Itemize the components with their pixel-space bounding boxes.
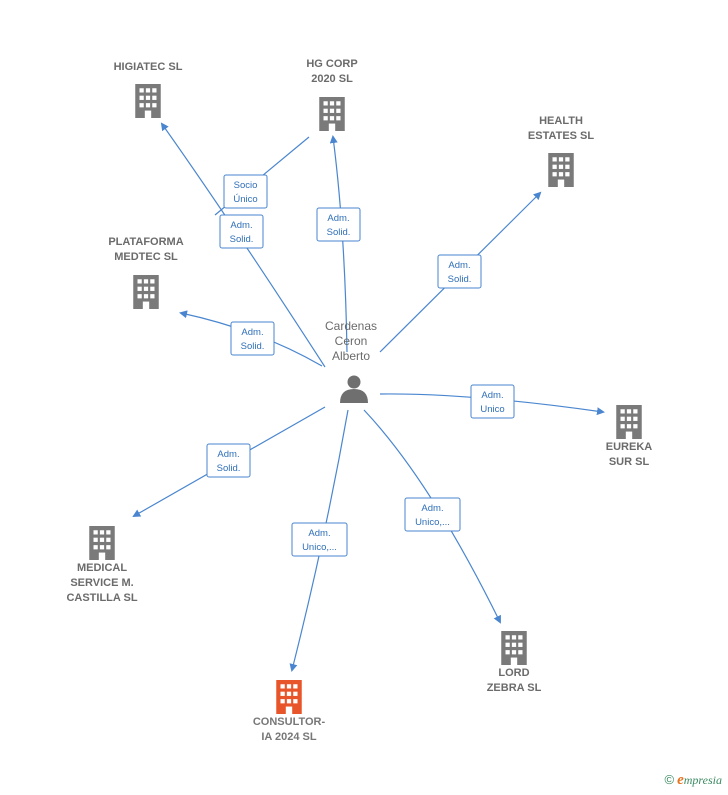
company-node-health[interactable]: HEALTH ESTATES SL [528, 115, 594, 187]
company-label[interactable]: HIGIATEC SL [114, 61, 183, 73]
edge-label-box-higiatec[interactable] [219, 214, 264, 249]
company-label[interactable]: MEDICAL [77, 562, 127, 574]
edge-label-box-medical[interactable] [206, 443, 251, 478]
company-node-plataforma[interactable]: PLATAFORMA MEDTEC SL [108, 236, 184, 309]
edge-label-text: Único [233, 194, 257, 205]
edge-label-box-eureka[interactable] [470, 384, 515, 419]
company-node-medical[interactable]: MEDICAL SERVICE M. CASTILLA SL [66, 526, 138, 604]
company-label[interactable]: HEALTH [539, 115, 583, 127]
brand-watermark: ©empresia [665, 772, 723, 789]
company-node-consultoria[interactable]: CONSULTOR- IA 2024 SL [253, 680, 326, 743]
company-label[interactable]: CASTILLA SL [66, 592, 137, 604]
edge-label-text: Unico,... [415, 517, 450, 528]
edge-label-box-consultoria[interactable] [291, 522, 348, 557]
edge-label-text: Unico [480, 404, 504, 415]
company-node-eureka[interactable]: EUREKA SUR SL [606, 405, 653, 468]
edge-label-text: Solid. [241, 341, 265, 352]
company-label[interactable]: SERVICE M. [70, 577, 133, 589]
copyright-symbol: © [664, 772, 675, 787]
company-label[interactable]: CONSULTOR- [253, 716, 326, 728]
building-icon[interactable] [616, 405, 642, 439]
company-label[interactable]: MEDTEC SL [114, 251, 178, 263]
company-node-hgcorp[interactable]: HG CORP 2020 SL [306, 58, 358, 131]
edge-higiatec: Adm. Solid. [160, 122, 326, 368]
building-icon[interactable] [276, 680, 302, 714]
edge-health: Adm. Solid. [379, 191, 542, 353]
company-label[interactable]: 2020 SL [311, 73, 353, 85]
brand-name: mpresia [683, 773, 722, 787]
edge-label-box-health[interactable] [437, 254, 482, 289]
company-label[interactable]: SUR SL [609, 456, 650, 468]
edge-label-box-hgcorp[interactable] [316, 207, 361, 242]
edge-label-text: Solid. [327, 227, 351, 238]
company-label[interactable]: EUREKA [606, 441, 653, 453]
building-icon[interactable] [319, 97, 345, 131]
person-label[interactable]: Ceron [335, 334, 368, 348]
edge-lord: Adm. Unico,... [363, 409, 501, 624]
company-label[interactable]: HG CORP [306, 58, 357, 70]
company-node-lord[interactable]: LORD ZEBRA SL [487, 631, 542, 694]
edge-plataforma: Adm. Solid. [179, 310, 323, 367]
edge-label-text: Adm. [217, 449, 239, 460]
edge-label-text: Adm. [481, 390, 503, 401]
edge-label-text: Solid. [448, 274, 472, 285]
company-label[interactable]: IA 2024 SL [261, 731, 317, 743]
company-label[interactable]: ESTATES SL [528, 130, 594, 142]
company-node-higiatec[interactable]: HIGIATEC SL [114, 61, 183, 118]
edge-label-text: Adm. [230, 220, 252, 231]
person-icon[interactable] [340, 375, 368, 404]
building-icon[interactable] [89, 526, 115, 560]
edge-label-box-plataforma[interactable] [230, 321, 275, 356]
brand-initial: e [677, 772, 684, 788]
edge-label-text: Adm. [421, 503, 443, 514]
edge-label-text: Solid. [217, 463, 241, 474]
edge-consultoria: Adm. Unico,... [289, 409, 349, 672]
person-label[interactable]: Cardenas [325, 319, 377, 333]
company-label[interactable]: LORD [498, 667, 529, 679]
edge-medical: Adm. Solid. [132, 406, 326, 517]
nodes-layer: HIGIATEC SL HG CORP 2020 SL HEALTH ESTATES S… [66, 58, 652, 743]
company-label[interactable]: ZEBRA SL [487, 682, 542, 694]
building-icon[interactable] [548, 153, 574, 187]
edge-label-box-lord[interactable] [404, 497, 461, 532]
building-icon[interactable] [501, 631, 527, 665]
company-label[interactable]: PLATAFORMA [108, 236, 183, 248]
edge-label-text: Adm. [308, 528, 330, 539]
edge-label-text: Adm. [241, 327, 263, 338]
edge-label-text: Solid. [230, 234, 254, 245]
person-label[interactable]: Alberto [332, 349, 370, 363]
edge-label-box-socio[interactable] [223, 174, 268, 209]
building-icon[interactable] [135, 84, 161, 118]
edge-label-text: Socio [234, 180, 258, 191]
edge-hgcorp: Adm. Solid. [316, 135, 361, 353]
edge-label-text: Adm. [327, 213, 349, 224]
edge-eureka: Adm. Unico [379, 384, 605, 419]
edge-label-text: Unico,... [302, 542, 337, 553]
building-icon[interactable] [133, 275, 159, 309]
edge-label-text: Adm. [448, 260, 470, 271]
